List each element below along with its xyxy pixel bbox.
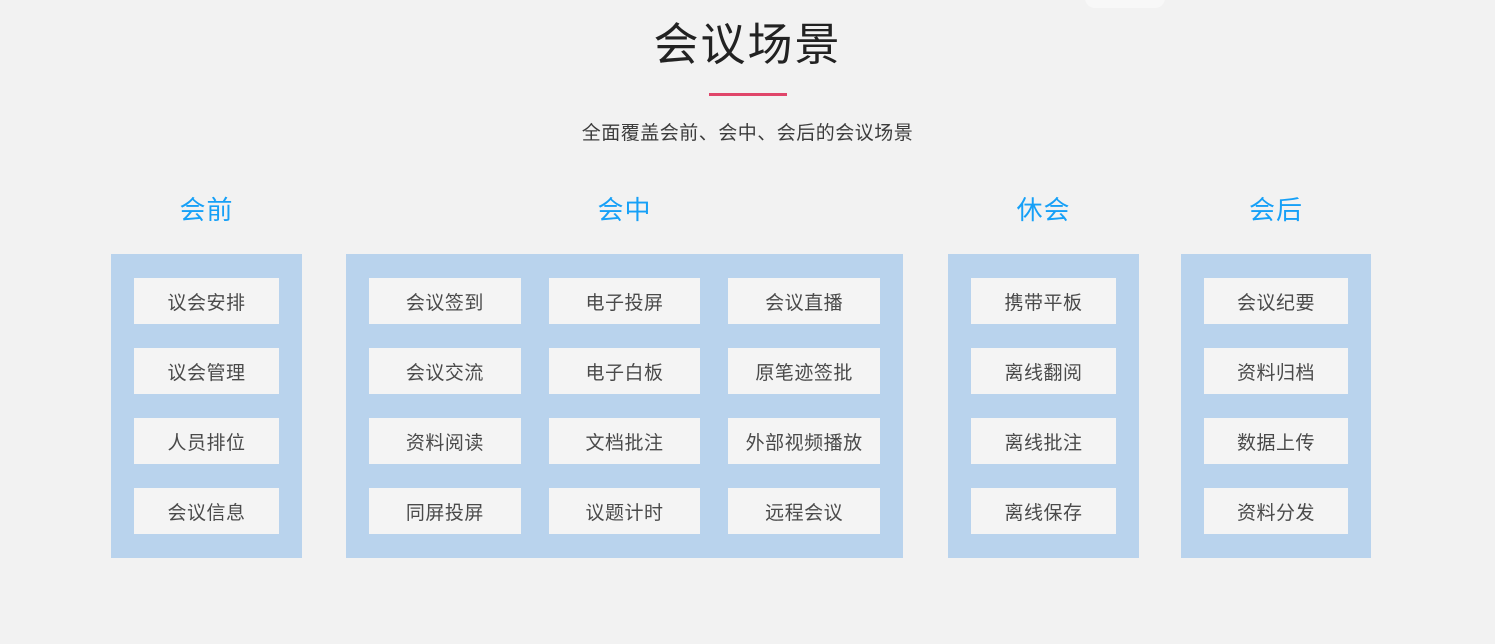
column-panel: 会议签到会议交流资料阅读同屏投屏电子投屏电子白板文档批注议题计时会议直播原笔迹签… bbox=[346, 254, 903, 558]
feature-grid: 会议签到会议交流资料阅读同屏投屏电子投屏电子白板文档批注议题计时会议直播原笔迹签… bbox=[369, 278, 881, 534]
feature-cell[interactable]: 会议信息 bbox=[134, 488, 279, 534]
feature-subcolumn: 电子投屏电子白板文档批注议题计时 bbox=[548, 278, 701, 534]
feature-cell[interactable]: 资料分发 bbox=[1204, 488, 1348, 534]
scenario-column: 会前议会安排议会管理人员排位会议信息 bbox=[111, 196, 302, 558]
feature-subcolumn: 会议直播原笔迹签批外部视频播放远程会议 bbox=[728, 278, 881, 534]
feature-subcolumn: 会议纪要资料归档数据上传资料分发 bbox=[1204, 278, 1348, 534]
feature-grid: 携带平板离线翻阅离线批注离线保存 bbox=[971, 278, 1116, 534]
feature-cell[interactable]: 资料归档 bbox=[1204, 348, 1348, 394]
feature-cell[interactable]: 会议直播 bbox=[728, 278, 881, 324]
top-edge-peek-element bbox=[1085, 0, 1165, 8]
column-heading: 会中 bbox=[597, 195, 652, 225]
feature-cell[interactable]: 远程会议 bbox=[728, 488, 881, 534]
feature-cell[interactable]: 议会安排 bbox=[134, 278, 279, 324]
column-panel: 会议纪要资料归档数据上传资料分发 bbox=[1181, 254, 1371, 558]
feature-cell[interactable]: 外部视频播放 bbox=[728, 418, 881, 464]
page-title: 会议场景 bbox=[653, 19, 842, 70]
feature-subcolumn: 议会安排议会管理人员排位会议信息 bbox=[134, 278, 279, 534]
title-divider bbox=[708, 93, 787, 96]
feature-cell[interactable]: 会议纪要 bbox=[1204, 278, 1348, 324]
feature-cell[interactable]: 电子白板 bbox=[548, 348, 701, 394]
feature-cell[interactable]: 文档批注 bbox=[548, 418, 701, 464]
feature-cell[interactable]: 议题计时 bbox=[548, 488, 701, 534]
feature-cell[interactable]: 原笔迹签批 bbox=[728, 348, 881, 394]
column-heading: 会前 bbox=[179, 195, 234, 225]
column-panel: 议会安排议会管理人员排位会议信息 bbox=[111, 254, 302, 558]
scenario-column: 会中会议签到会议交流资料阅读同屏投屏电子投屏电子白板文档批注议题计时会议直播原笔… bbox=[346, 196, 903, 558]
feature-subcolumn: 携带平板离线翻阅离线批注离线保存 bbox=[971, 278, 1116, 534]
feature-grid: 会议纪要资料归档数据上传资料分发 bbox=[1204, 278, 1348, 534]
feature-grid: 议会安排议会管理人员排位会议信息 bbox=[134, 278, 279, 534]
feature-cell[interactable]: 会议签到 bbox=[369, 278, 521, 324]
feature-cell[interactable]: 议会管理 bbox=[134, 348, 279, 394]
scenario-column: 会后会议纪要资料归档数据上传资料分发 bbox=[1181, 196, 1371, 558]
feature-cell[interactable]: 离线翻阅 bbox=[971, 348, 1116, 394]
feature-cell[interactable]: 会议交流 bbox=[369, 348, 521, 394]
page-header: 会议场景 全面覆盖会前、会中、会后的会议场景 bbox=[0, 0, 1495, 145]
column-heading: 休会 bbox=[1016, 195, 1071, 225]
page-subtitle: 全面覆盖会前、会中、会后的会议场景 bbox=[581, 123, 914, 144]
feature-cell[interactable]: 携带平板 bbox=[971, 278, 1116, 324]
feature-cell[interactable]: 离线保存 bbox=[971, 488, 1116, 534]
scenario-column: 休会携带平板离线翻阅离线批注离线保存 bbox=[948, 196, 1139, 558]
feature-cell[interactable]: 电子投屏 bbox=[548, 278, 701, 324]
column-panel: 携带平板离线翻阅离线批注离线保存 bbox=[948, 254, 1139, 558]
feature-subcolumn: 会议签到会议交流资料阅读同屏投屏 bbox=[369, 278, 521, 534]
column-heading: 会后 bbox=[1248, 195, 1303, 225]
feature-cell[interactable]: 数据上传 bbox=[1204, 418, 1348, 464]
feature-cell[interactable]: 人员排位 bbox=[134, 418, 279, 464]
feature-cell[interactable]: 资料阅读 bbox=[369, 418, 521, 464]
feature-cell[interactable]: 同屏投屏 bbox=[369, 488, 521, 534]
feature-cell[interactable]: 离线批注 bbox=[971, 418, 1116, 464]
